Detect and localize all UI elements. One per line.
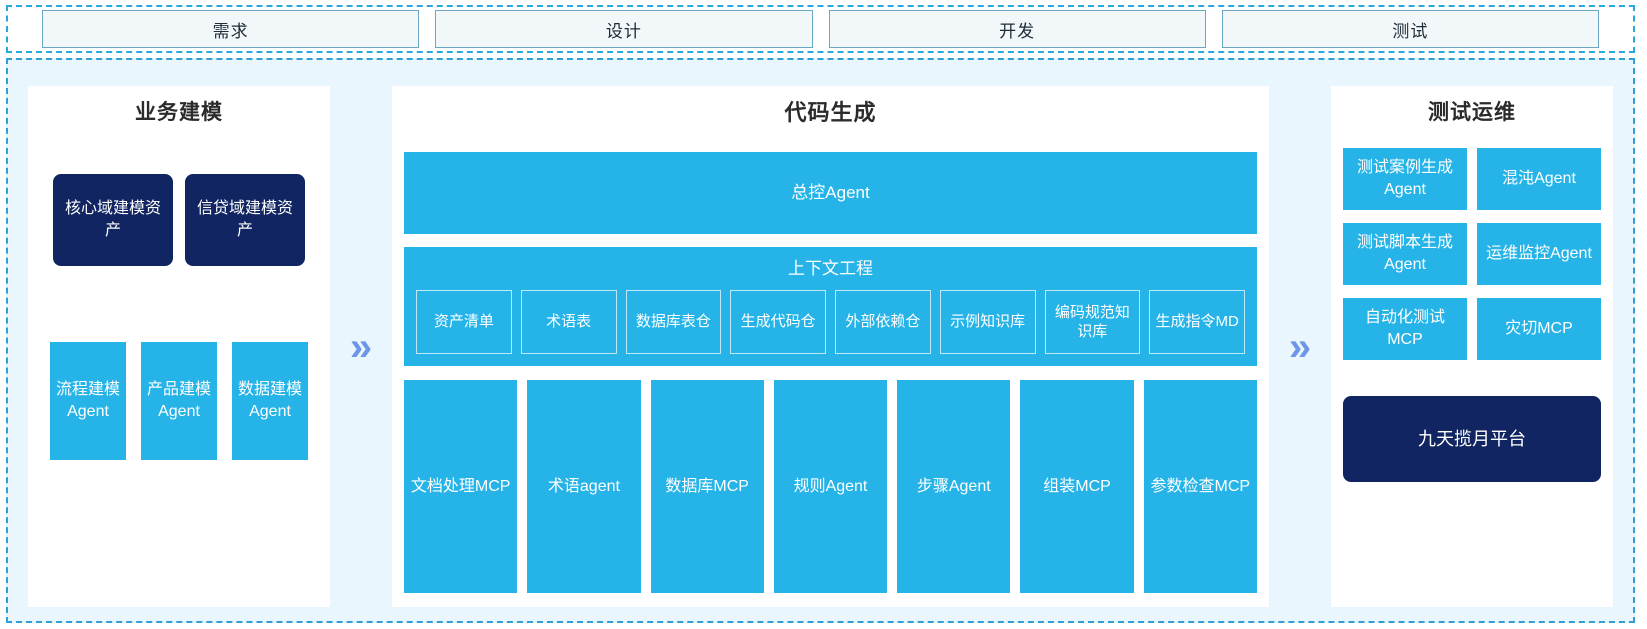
ctx-item-glossary[interactable]: 术语表 <box>520 290 617 354</box>
chevron-right-icon-1: » <box>349 324 373 369</box>
phase-box-testing[interactable]: 测试 <box>1221 10 1599 48</box>
tile-process-modeling-agent[interactable]: 流程建模Agent <box>50 342 126 460</box>
tile-master-control-agent[interactable]: 总控Agent <box>404 152 1257 234</box>
phase-box-design[interactable]: 设计 <box>435 10 813 48</box>
phase-box-requirements[interactable]: 需求 <box>42 10 420 48</box>
chevron-right-icon-2: » <box>1288 324 1312 369</box>
ctx-item-generated-code-repo[interactable]: 生成代码仓 <box>730 290 826 354</box>
business-agent-group: 流程建模Agent 产品建模Agent 数据建模Agent <box>40 342 318 460</box>
ctx-item-generation-instruction-md[interactable]: 生成指令MD <box>1149 290 1245 354</box>
tile-database-mcp[interactable]: 数据库MCP <box>650 380 764 593</box>
tile-assembly-mcp[interactable]: 组装MCP <box>1020 380 1134 593</box>
panel-title-code-generation: 代码生成 <box>784 100 877 125</box>
business-asset-group: 核心域建模资产 信贷域建模资产 <box>40 174 318 266</box>
ctx-item-example-knowledge-base[interactable]: 示例知识库 <box>939 290 1036 354</box>
panel-test-operations: 测试运维 测试案例生成Agent 混沌Agent 测试脚本生成Agent 运维监… <box>1331 86 1613 607</box>
test-ops-tile-grid: 测试案例生成Agent 混沌Agent 测试脚本生成Agent 运维监控Agen… <box>1343 148 1601 360</box>
tile-document-processing-mcp[interactable]: 文档处理MCP <box>404 380 518 593</box>
phase-label: 设计 <box>605 21 642 41</box>
ctx-item-coding-standard-knowledge-base[interactable]: 编码规范知识库 <box>1044 290 1141 354</box>
tile-automated-testing-mcp[interactable]: 自动化测试MCP <box>1343 298 1467 360</box>
panel-code-generation: 代码生成 总控Agent 上下文工程 资产清单 术语表 数据库表仓 生成代码仓 … <box>392 86 1269 607</box>
phase-label: 测试 <box>1392 21 1429 41</box>
panel-title-test-operations: 测试运维 <box>1428 101 1516 124</box>
tile-test-script-generation-agent[interactable]: 测试脚本生成Agent <box>1343 223 1467 285</box>
tile-credit-domain-asset[interactable]: 信贷域建模资产 <box>185 174 305 266</box>
tile-glossary-agent[interactable]: 术语agent <box>527 380 641 593</box>
phase-strip: 需求 设计 开发 测试 <box>6 5 1635 53</box>
tile-product-modeling-agent[interactable]: 产品建模Agent <box>141 342 217 460</box>
tile-step-agent[interactable]: 步骤Agent <box>897 380 1011 593</box>
tile-chaos-agent[interactable]: 混沌Agent <box>1477 148 1601 210</box>
tile-rule-agent[interactable]: 规则Agent <box>773 380 888 593</box>
context-engineering-title: 上下文工程 <box>788 259 873 278</box>
context-engineering-block: 上下文工程 资产清单 术语表 数据库表仓 生成代码仓 外部依赖仓 示例知识库 编… <box>404 247 1257 366</box>
phase-box-development[interactable]: 开发 <box>828 10 1206 48</box>
tile-core-domain-asset[interactable]: 核心域建模资产 <box>53 174 173 266</box>
tile-test-case-generation-agent[interactable]: 测试案例生成Agent <box>1343 148 1467 210</box>
architecture-canvas: 业务建模 核心域建模资产 信贷域建模资产 流程建模Agent 产品建模Agent… <box>6 58 1635 623</box>
context-engineering-items: 资产清单 术语表 数据库表仓 生成代码仓 外部依赖仓 示例知识库 编码规范知识库… <box>416 290 1245 354</box>
ctx-item-external-dependency-repo[interactable]: 外部依赖仓 <box>835 290 931 354</box>
panel-title-business-modeling: 业务建模 <box>135 101 223 124</box>
tile-disaster-switch-mcp[interactable]: 灾切MCP <box>1477 298 1601 360</box>
tile-ops-monitoring-agent[interactable]: 运维监控Agent <box>1477 223 1601 285</box>
phase-label: 开发 <box>999 21 1036 41</box>
ctx-item-asset-list[interactable]: 资产清单 <box>416 290 512 354</box>
code-generation-tool-group: 文档处理MCP 术语agent 数据库MCP 规则Agent 步骤Agent 组… <box>404 380 1257 595</box>
ctx-item-db-table-repo[interactable]: 数据库表仓 <box>625 290 722 354</box>
tile-parameter-check-mcp[interactable]: 参数检查MCP <box>1143 380 1257 593</box>
tile-data-modeling-agent[interactable]: 数据建模Agent <box>232 342 308 460</box>
phase-label: 需求 <box>212 21 249 41</box>
tile-jiutian-lanyue-platform[interactable]: 九天揽月平台 <box>1343 396 1601 482</box>
panel-business-modeling: 业务建模 核心域建模资产 信贷域建模资产 流程建模Agent 产品建模Agent… <box>28 86 330 607</box>
